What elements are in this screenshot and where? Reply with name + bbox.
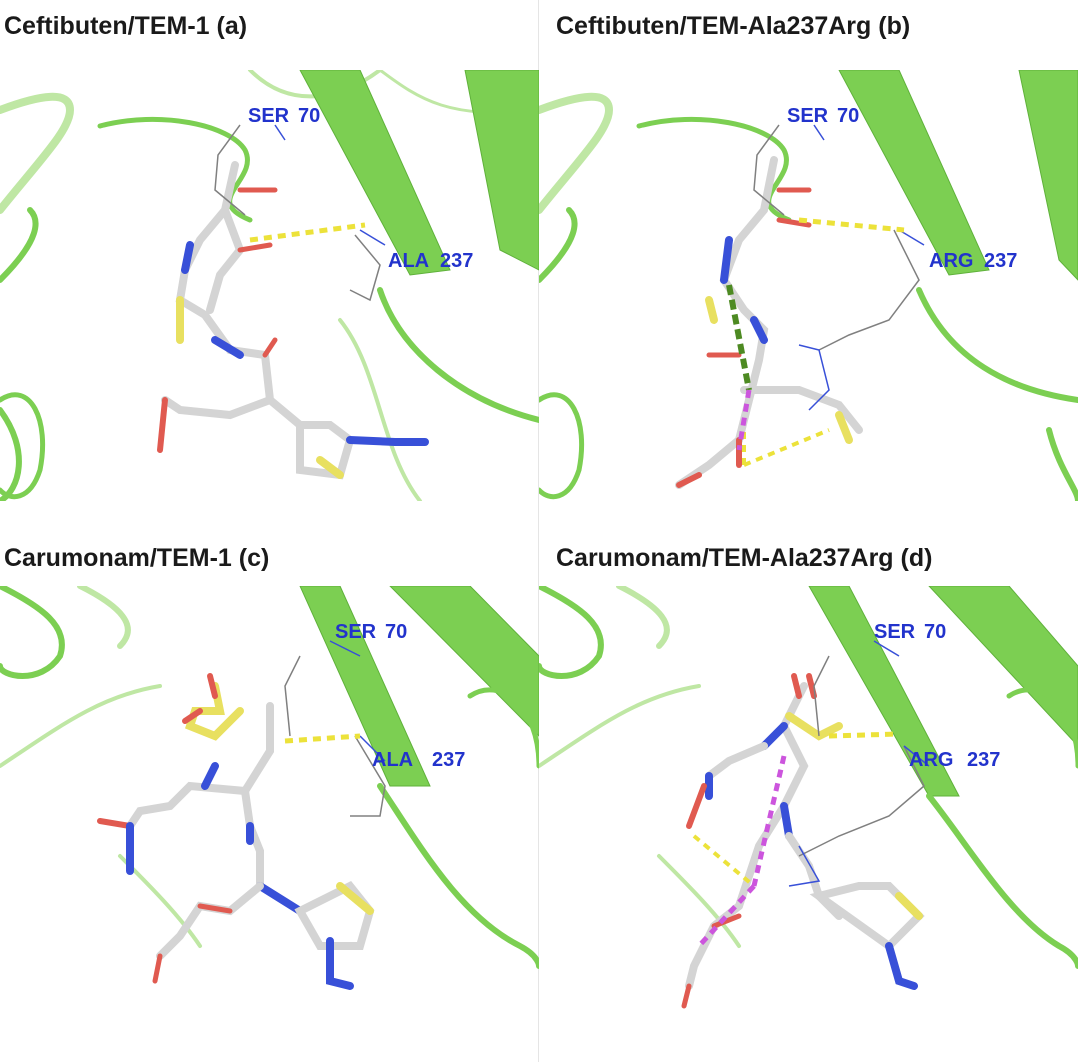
residue-label-1: SER (335, 621, 377, 643)
magenta-contact (736, 389, 752, 451)
ligand-sticks (681, 673, 925, 1009)
residue-label-1-number: 70 (385, 621, 407, 643)
residue-label-2-number: 237 (984, 250, 1017, 272)
ligand-sticks (97, 673, 375, 990)
hydrogen-bond-2 (692, 834, 756, 888)
green-contact (726, 284, 752, 391)
protein-ribbon (0, 70, 539, 501)
protein-ribbon (539, 586, 1078, 969)
panel-d-caption: Carumonam/TEM-Ala237Arg (d) (556, 544, 933, 572)
residue-sticks (788, 640, 930, 887)
protein-ribbon (0, 586, 539, 969)
residue-label-1-number: 70 (837, 105, 859, 127)
residue-label-1-number: 70 (298, 105, 320, 127)
hydrogen-bond (249, 222, 366, 243)
residue-sticks (284, 640, 386, 817)
residue-label-2: ALA (372, 749, 413, 771)
panel-b-caption: Ceftibuten/TEM-Ala237Arg (b) (556, 12, 911, 40)
residue-label-1: SER (248, 105, 290, 127)
panel-c-image: SER 70 ALA 237 (0, 586, 539, 1017)
panel-d-image: SER 70 ARG 237 (539, 586, 1078, 1017)
residue-label-2: ALA (388, 250, 429, 272)
residue-label-1: SER (874, 621, 916, 643)
panel-a-image: SER 70 ALA 237 (0, 70, 539, 501)
hydrogen-bond-2 (743, 428, 830, 467)
residue-label-1-number: 70 (924, 621, 946, 643)
residue-sticks (214, 124, 386, 302)
hydrogen-bond (828, 731, 900, 739)
panel-divider (538, 0, 539, 1062)
panel-a-caption: Ceftibuten/TEM-1 (a) (4, 12, 248, 40)
panel-b-image: SER 70 ARG 237 (539, 70, 1078, 501)
residue-label-2: ARG (909, 749, 953, 771)
residue-label-2-number: 237 (440, 250, 473, 272)
residue-label-2-number: 237 (967, 749, 1000, 771)
panel-c-caption: Carumonam/TEM-1 (c) (4, 544, 270, 572)
residue-label-2-number: 237 (432, 749, 465, 771)
ligand-sticks (675, 156, 863, 489)
ligand-sticks (157, 161, 429, 480)
magenta-contact (751, 755, 787, 887)
hydrogen-bond (798, 217, 905, 233)
residue-label-2: ARG (929, 250, 973, 272)
protein-ribbon (539, 70, 1078, 501)
residue-label-1: SER (787, 105, 829, 127)
hydrogen-bond (284, 733, 361, 744)
residue-sticks (753, 124, 925, 411)
